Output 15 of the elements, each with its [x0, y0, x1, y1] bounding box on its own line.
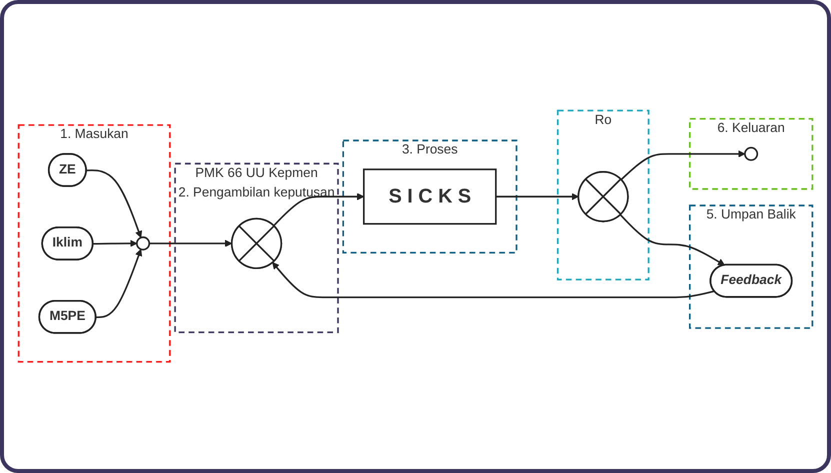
- node-circle: [136, 236, 150, 251]
- arrow: [272, 262, 715, 298]
- arrow: [149, 240, 232, 248]
- cluster: PMK 66 UU Kepmen 2. Pengambilan keputusan: [174, 163, 339, 334]
- node-circle: [744, 147, 758, 162]
- arrow: [273, 193, 364, 227]
- arrow: [96, 249, 142, 318]
- arrow: [620, 150, 746, 181]
- cluster: 6. Keluaran: [689, 118, 814, 190]
- cluster: Ro: [556, 110, 650, 281]
- arrow: [93, 240, 138, 248]
- arrow: [496, 193, 579, 201]
- arrow: [86, 170, 142, 238]
- arrow: [620, 214, 725, 266]
- node-box: S I C K S: [363, 168, 497, 225]
